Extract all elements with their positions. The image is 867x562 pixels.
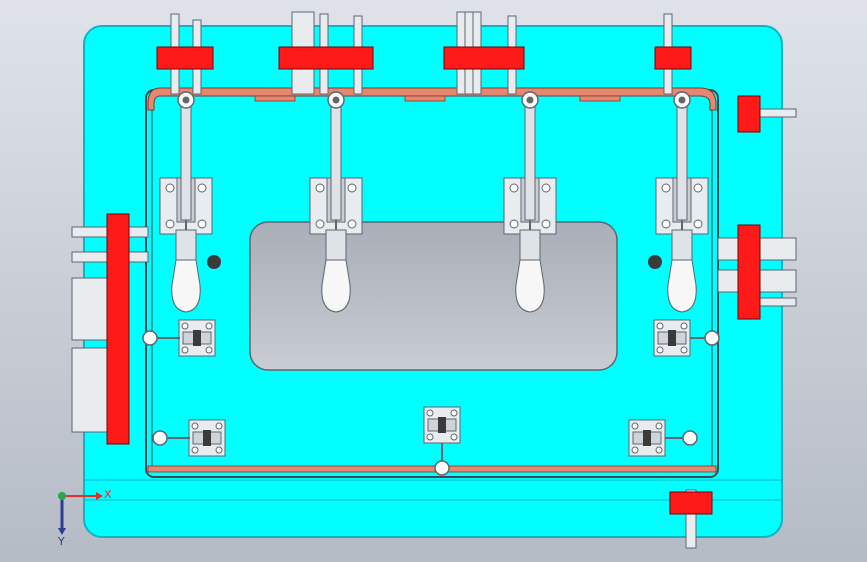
top-clamp-block-2: [278, 11, 374, 95]
red-clamp-block-icon: [156, 46, 214, 70]
x-axis-label: X: [104, 488, 112, 501]
y-axis-label: Y: [57, 535, 65, 548]
pin-locator-icon: [188, 419, 226, 457]
red-clamp-block-icon: [106, 213, 130, 445]
pin-locator-icon: [653, 319, 691, 357]
locating-hole-right: [648, 255, 662, 269]
top-clamp-block-1: [156, 13, 214, 95]
top-clamp-block-3: [443, 11, 525, 95]
pin-locator-icon: [178, 319, 216, 357]
pin-locator-icon: [628, 419, 666, 457]
red-clamp-block-icon: [669, 491, 713, 515]
bottom-rail: [147, 465, 717, 473]
bottom-right-block: [669, 489, 713, 549]
center-window: [249, 221, 618, 371]
right-clamp-stack-top: [737, 95, 797, 133]
top-clamp-block-4: [654, 13, 692, 95]
right-clamp-stack-middle: [717, 224, 797, 320]
red-clamp-block-icon: [737, 95, 761, 133]
red-clamp-block-icon: [654, 46, 692, 70]
red-clamp-block-icon: [278, 46, 374, 70]
locating-hole-left: [207, 255, 221, 269]
red-clamp-block-icon: [443, 46, 525, 70]
left-clamp-stack: [71, 213, 149, 445]
red-clamp-block-icon: [737, 224, 761, 320]
top-rail: [147, 87, 717, 111]
z-axis-dot: [58, 492, 66, 500]
pin-locator-icon: [423, 406, 461, 444]
coordinate-triad: X Y: [57, 488, 112, 548]
